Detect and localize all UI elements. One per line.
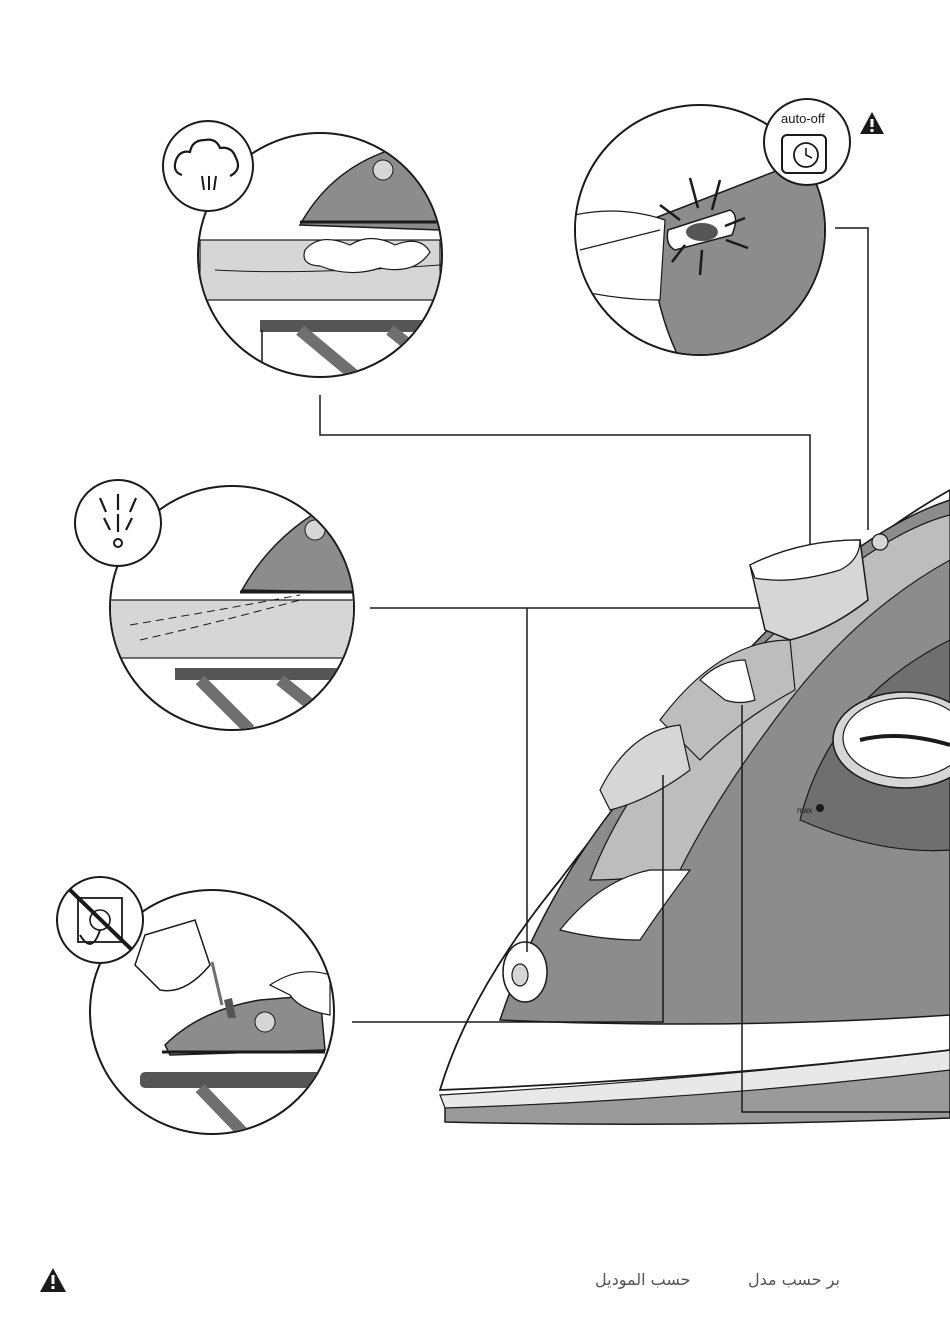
leader-steam — [320, 395, 810, 545]
no-plug-icon — [57, 877, 143, 963]
steam-cloud-icon — [163, 121, 253, 211]
footer-text-right: بر حسب مدل — [748, 1270, 840, 1289]
leader-autooff — [835, 228, 868, 530]
iron-illustration — [440, 490, 950, 1124]
warning-triangle-icon — [860, 112, 884, 134]
auto-off-label: auto-off — [781, 111, 825, 126]
spray-icon — [75, 480, 161, 566]
footer-warning-icon — [40, 1268, 66, 1292]
footer-text-left: حسب الموديل — [595, 1270, 691, 1289]
max-label: max — [797, 806, 812, 815]
